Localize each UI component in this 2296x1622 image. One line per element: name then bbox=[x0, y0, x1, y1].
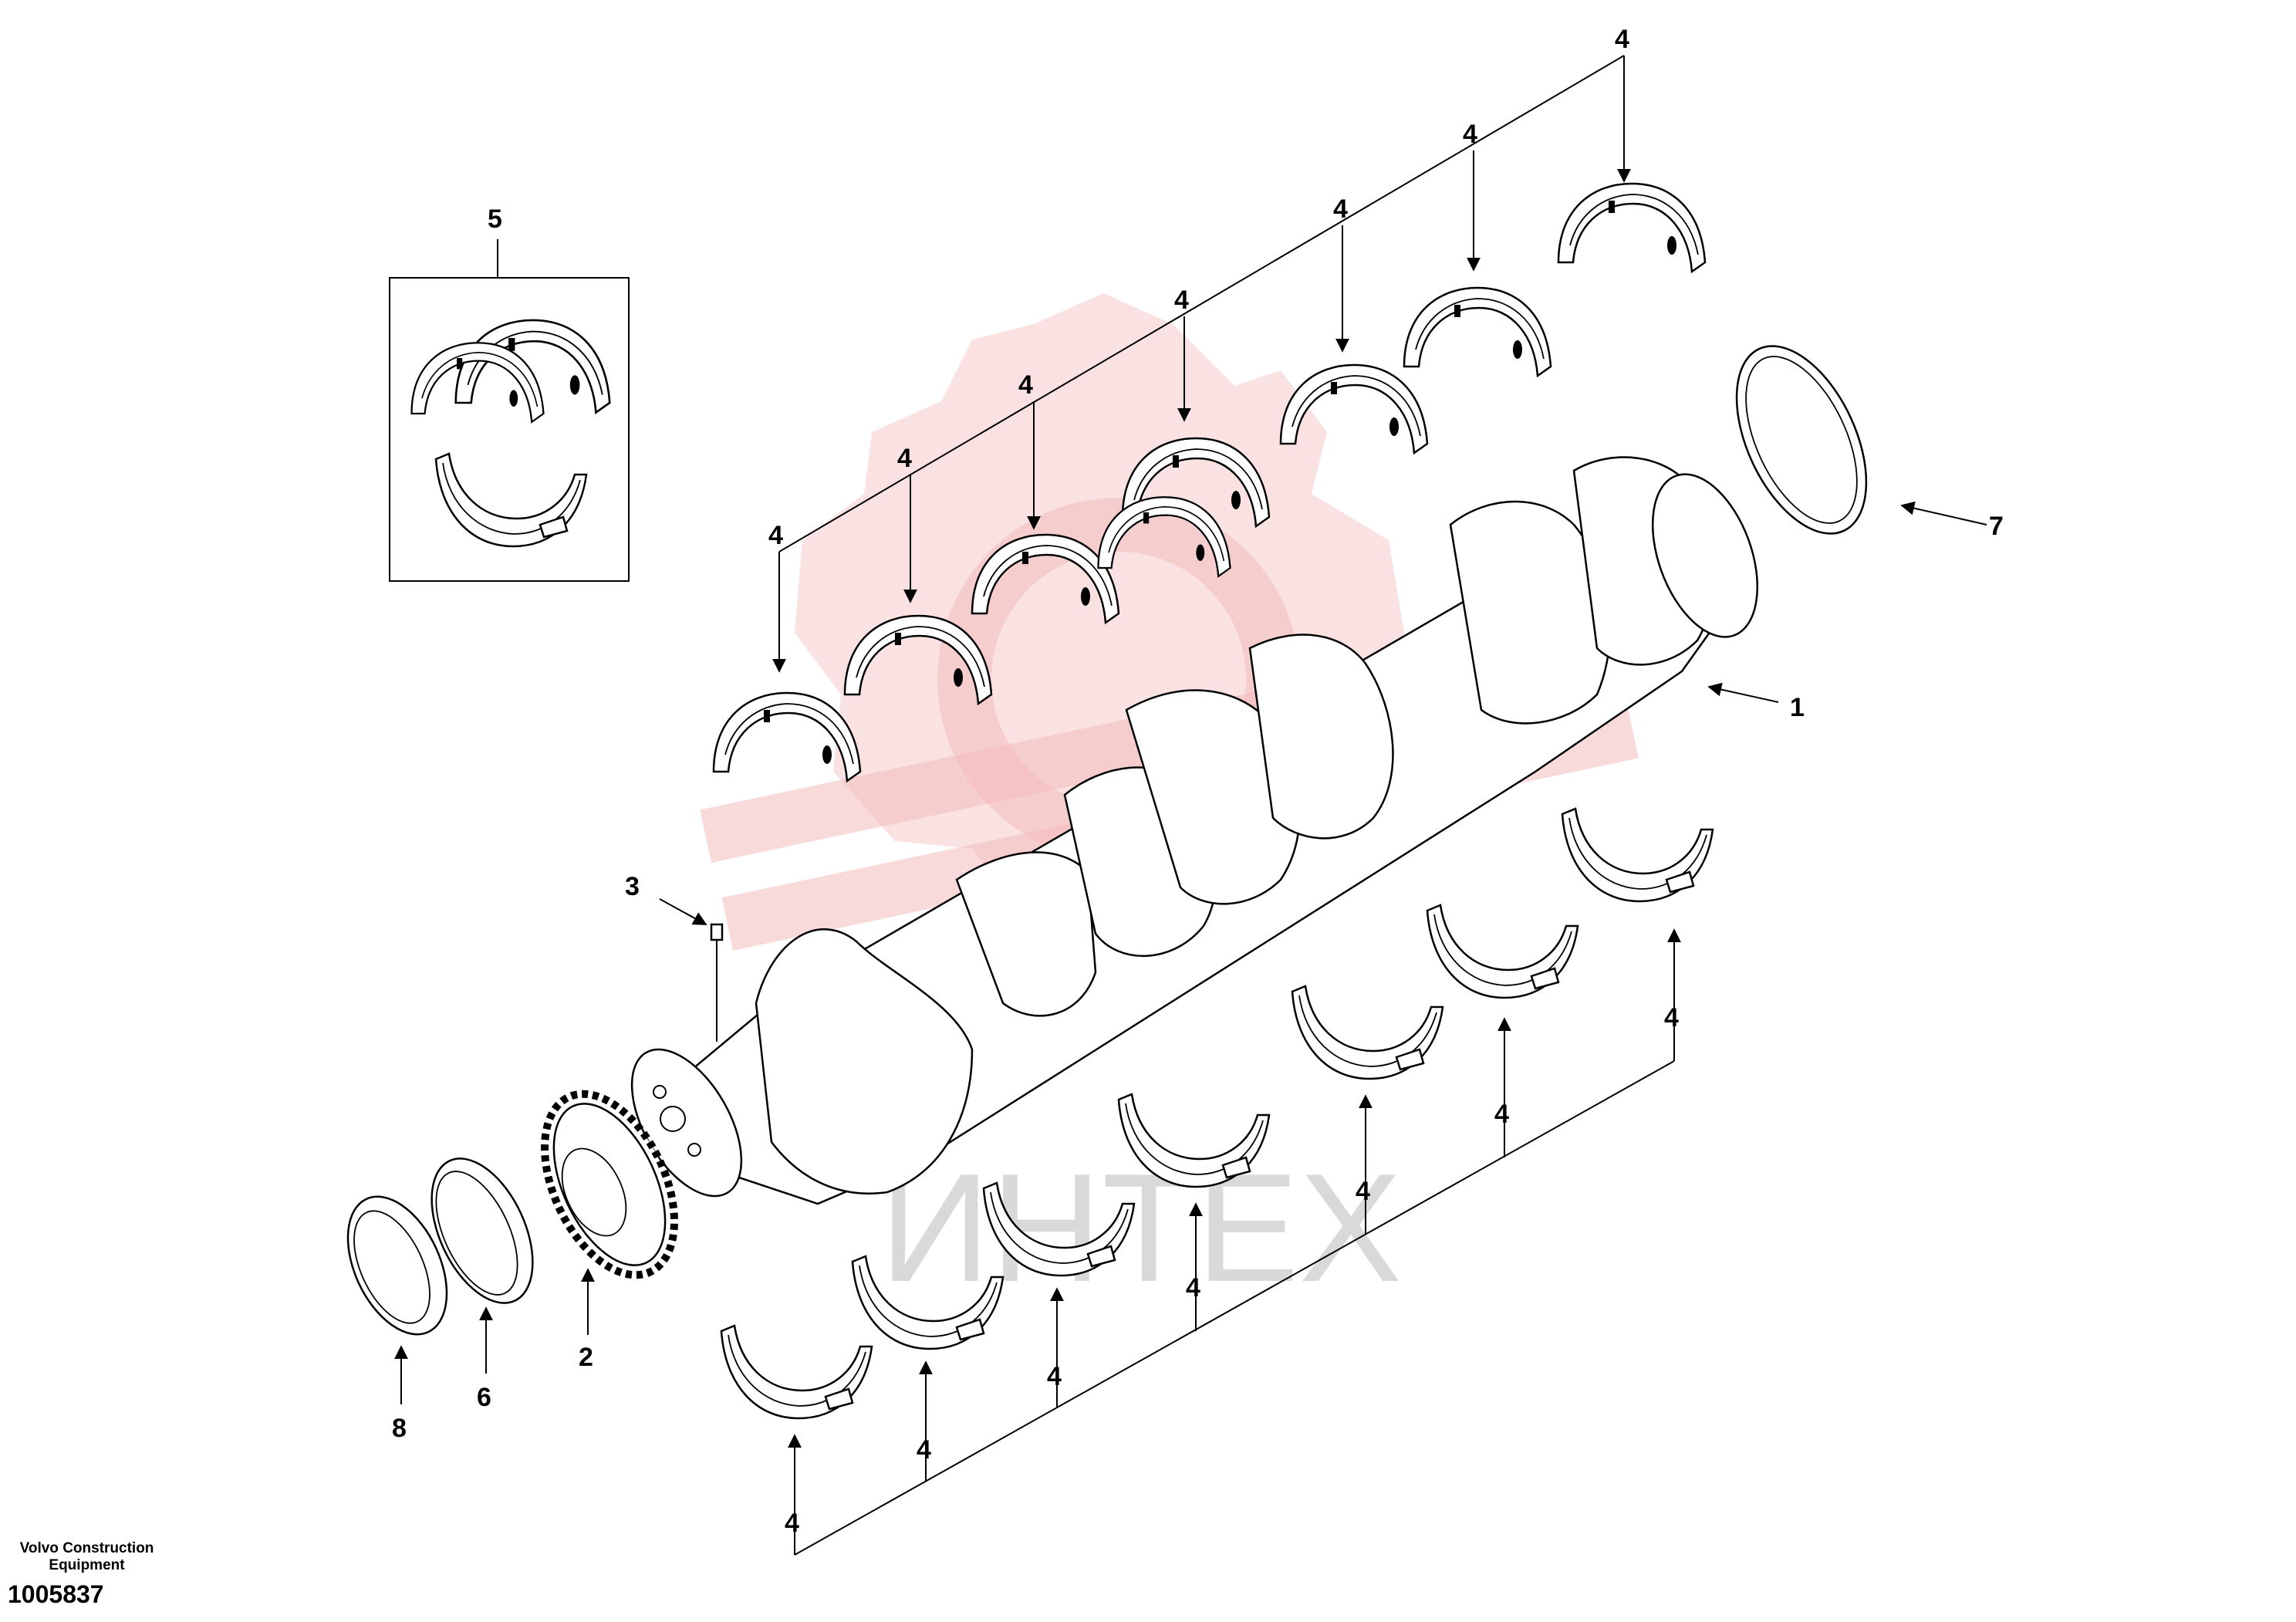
callout-4: 4 bbox=[1356, 1177, 1370, 1206]
callout-6: 6 bbox=[477, 1383, 491, 1412]
crankshaft bbox=[630, 456, 1759, 1205]
callout-4: 4 bbox=[1615, 25, 1629, 54]
callout-4: 4 bbox=[1174, 286, 1189, 315]
callout-4: 4 bbox=[1664, 1003, 1679, 1032]
callout-4: 4 bbox=[1186, 1273, 1200, 1303]
manufacturer-name: Volvo Construction Equipment bbox=[19, 1540, 154, 1573]
callout-4: 4 bbox=[1494, 1100, 1509, 1129]
callout-2: 2 bbox=[579, 1343, 593, 1372]
callout-labels: 5 4 4 4 4 4 4 4 7 1 3 4 4 4 4 4 4 4 2 6 … bbox=[392, 25, 2004, 1538]
callout-4: 4 bbox=[1333, 194, 1348, 224]
front-ring bbox=[346, 1195, 448, 1336]
watermark-text: ИНТЕХ bbox=[880, 1142, 1402, 1314]
leader-3 bbox=[659, 898, 707, 925]
leader-7 bbox=[1900, 501, 1987, 525]
wear-ring bbox=[1735, 345, 1868, 535]
leader-1 bbox=[1707, 682, 1779, 703]
seal-ring bbox=[430, 1157, 534, 1304]
timing-gear bbox=[541, 1090, 678, 1279]
callout-4: 4 bbox=[917, 1435, 931, 1465]
callout-4: 4 bbox=[1463, 120, 1477, 149]
callout-3: 3 bbox=[625, 872, 640, 901]
lower-bearing-leaders bbox=[788, 928, 1681, 1556]
thrust-bearing-kit bbox=[389, 239, 630, 582]
callout-4: 4 bbox=[768, 521, 783, 550]
upper-bearing-leaders bbox=[772, 55, 1631, 673]
callout-7: 7 bbox=[1989, 512, 2004, 541]
callout-1: 1 bbox=[1790, 693, 1805, 722]
callout-4: 4 bbox=[1047, 1362, 1062, 1391]
callout-8: 8 bbox=[392, 1414, 407, 1443]
callout-4: 4 bbox=[785, 1509, 799, 1538]
pin bbox=[710, 923, 724, 1042]
document-number: 1005837 bbox=[8, 1580, 104, 1608]
callout-4: 4 bbox=[897, 444, 912, 473]
callout-5: 5 bbox=[488, 204, 502, 234]
callout-4: 4 bbox=[1018, 370, 1033, 400]
